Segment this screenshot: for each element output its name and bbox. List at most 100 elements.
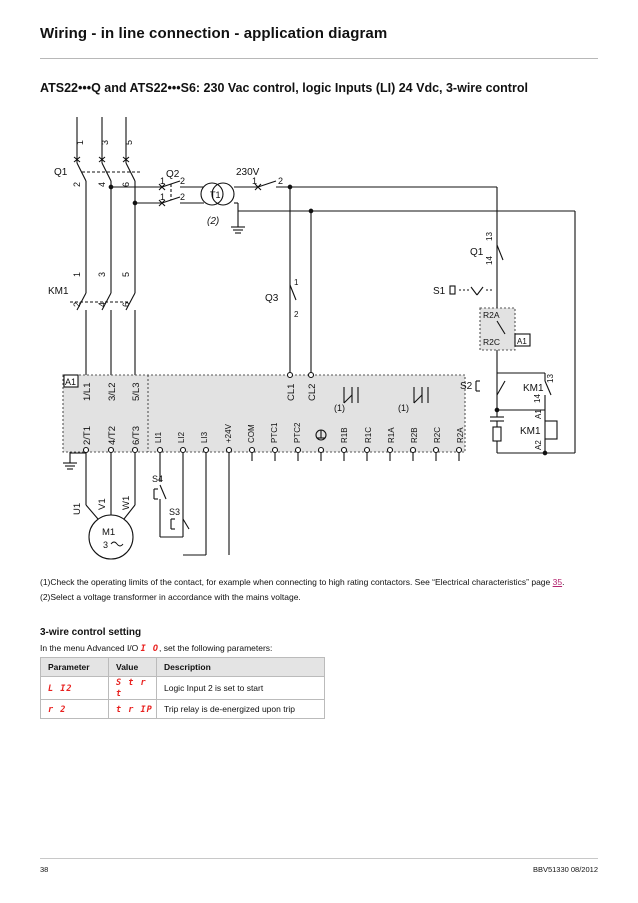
row-2-value: t r IP <box>108 699 157 719</box>
io-r1b: R1B <box>340 427 349 443</box>
motor-m1: U1 V1 W1 M1 3 <box>72 496 136 560</box>
io-r1c: R1C <box>364 427 373 443</box>
km1-term-bottom-4: 4 <box>97 302 107 307</box>
power-out-t2: 4/T2 <box>107 426 118 445</box>
km1-aux-contact: KM1 14 13 <box>523 373 555 410</box>
q3-contact: Q3 1 2 <box>265 278 299 319</box>
wiring-diagram: 1 3 5 2 4 6 Q1 Q2 1 2 1 2 T1 (2) <box>48 117 576 560</box>
coil-term-a1: A1 <box>534 409 543 419</box>
settings-intro-after: , set the following parameters: <box>159 643 273 653</box>
note-2-text: Select a voltage transformer in accordan… <box>50 592 301 602</box>
row-1-value-code: S t r t <box>116 678 147 699</box>
q2-breaker: Q2 1 2 1 2 <box>111 169 204 207</box>
fuse-term-2: 2 <box>278 176 283 186</box>
q1-term-bottom-4: 4 <box>97 182 107 187</box>
note-2-prefix: (2) <box>40 592 51 602</box>
power-in-l3: 5/L3 <box>131 383 142 402</box>
r2a-label: R2A <box>483 310 500 320</box>
row-2-value-code: t r IP <box>116 704 153 715</box>
km1-term-bottom-6: 6 <box>121 302 131 307</box>
io-ptc2: PTC2 <box>293 422 302 443</box>
q1b-label: Q1 <box>470 247 484 258</box>
row-2-param-code: r 2 <box>48 704 67 715</box>
row-2-desc: Trip relay is de-energized upon trip <box>156 699 325 719</box>
relay2-note: (1) <box>398 403 409 413</box>
fuse-term-1: 1 <box>252 176 257 186</box>
q3-label: Q3 <box>265 293 279 304</box>
q2-term-1a: 1 <box>160 176 165 186</box>
t1-transformer: T1 (2) <box>200 182 258 234</box>
footer-reference: BBV51330 08/2012 <box>532 865 598 874</box>
table-header-row: Parameter Value Description <box>40 657 325 677</box>
t1-note: (2) <box>207 216 219 227</box>
km1-contactor: 1 3 5 2 4 6 KM1 <box>48 265 136 375</box>
s2-switch: S2 <box>460 372 545 413</box>
note-1-end: . <box>562 577 565 587</box>
note-2: (2)Select a voltage transformer in accor… <box>40 592 301 602</box>
row-1-param: L I2 <box>40 676 109 700</box>
km1-term-top-3: 3 <box>97 272 107 277</box>
title-divider <box>40 58 598 59</box>
header-parameter: Parameter <box>40 657 109 677</box>
power-out-t1: 2/T1 <box>82 426 93 445</box>
motor-label: M1 <box>102 527 115 538</box>
io-li3: LI3 <box>200 431 209 443</box>
t1-label: T1 <box>210 190 221 200</box>
io-com: COM <box>247 424 256 443</box>
r2c-label: R2C <box>483 337 500 347</box>
row-1-value: S t r t <box>108 676 157 700</box>
page-35-link[interactable]: 35 <box>552 577 563 587</box>
header-description: Description <box>156 657 325 677</box>
row-1-param-code: L I2 <box>48 683 73 694</box>
motor-phase: 3 <box>103 540 108 550</box>
km1-label: KM1 <box>48 286 69 297</box>
ctrl-in-cl2: CL2 <box>307 384 318 401</box>
table-row: L I2 S t r t Logic Input 2 is set to sta… <box>40 676 325 700</box>
settings-intro-before: In the menu Advanced I/O <box>40 643 141 653</box>
r2-relay-box: R2A R2C A1 <box>479 307 531 351</box>
q3-term-2: 2 <box>294 310 299 319</box>
q1-breaker: 1 3 5 2 4 6 Q1 <box>54 117 142 187</box>
q1b-term-13: 13 <box>485 232 494 241</box>
soft-starter-block: A1 1/L1 3/L2 5/L3 CL1 CL2 2/T1 4/T2 6/T3… <box>62 374 466 453</box>
advanced-io-code: I O <box>140 644 160 654</box>
km1-coil-label: KM1 <box>520 426 541 437</box>
io-li2: LI2 <box>177 431 186 443</box>
row-1-desc: Logic Input 2 is set to start <box>156 676 325 700</box>
s3-label: S3 <box>169 507 180 517</box>
q1-term-bottom-6: 6 <box>121 182 131 187</box>
km1-term-bottom-2: 2 <box>72 302 82 307</box>
power-out-t3: 6/T3 <box>131 426 142 445</box>
km1-term-top-1: 1 <box>72 272 82 277</box>
q2-term-2b: 2 <box>180 192 185 202</box>
relay1-note: (1) <box>334 403 345 413</box>
motor-term-u1: U1 <box>72 503 83 515</box>
note-1: (1)Check the operating limits of the con… <box>40 577 564 587</box>
table-row: r 2 t r IP Trip relay is de-energized up… <box>40 699 325 719</box>
s3-switch: S3 <box>160 507 190 538</box>
s4-switch: S4 <box>152 474 167 537</box>
footer-page-number: 38 <box>40 865 49 874</box>
rc-suppressor <box>490 410 504 453</box>
a1-box-label: A1 <box>517 337 527 346</box>
s2-label: S2 <box>460 381 473 392</box>
io-ptc1: PTC1 <box>270 422 279 443</box>
section-title: ATS22•••Q and ATS22•••S6: 230 Vac contro… <box>40 81 528 95</box>
header-value: Value <box>108 657 157 677</box>
footer-divider <box>40 858 598 859</box>
io-r2b: R2B <box>410 427 419 443</box>
q1-term-bottom-2: 2 <box>72 182 82 187</box>
km1-coil: KM1 A1 A2 <box>520 409 558 453</box>
parameter-table: Parameter Value Description L I2 S t r t… <box>40 657 325 719</box>
s1-switch: S1 <box>433 285 492 297</box>
starter-label: A1 <box>65 377 76 387</box>
coil-term-a2: A2 <box>534 440 543 450</box>
page-title: Wiring - in line connection - applicatio… <box>40 25 388 42</box>
io-li1: LI1 <box>154 431 163 443</box>
q1-term-top-1: 1 <box>75 140 85 145</box>
q2-label: Q2 <box>166 169 180 180</box>
voltage-label: 230V <box>236 167 260 178</box>
q1b-term-14: 14 <box>485 256 494 265</box>
row-2-param: r 2 <box>40 699 109 719</box>
io-r1a: R1A <box>387 427 396 443</box>
